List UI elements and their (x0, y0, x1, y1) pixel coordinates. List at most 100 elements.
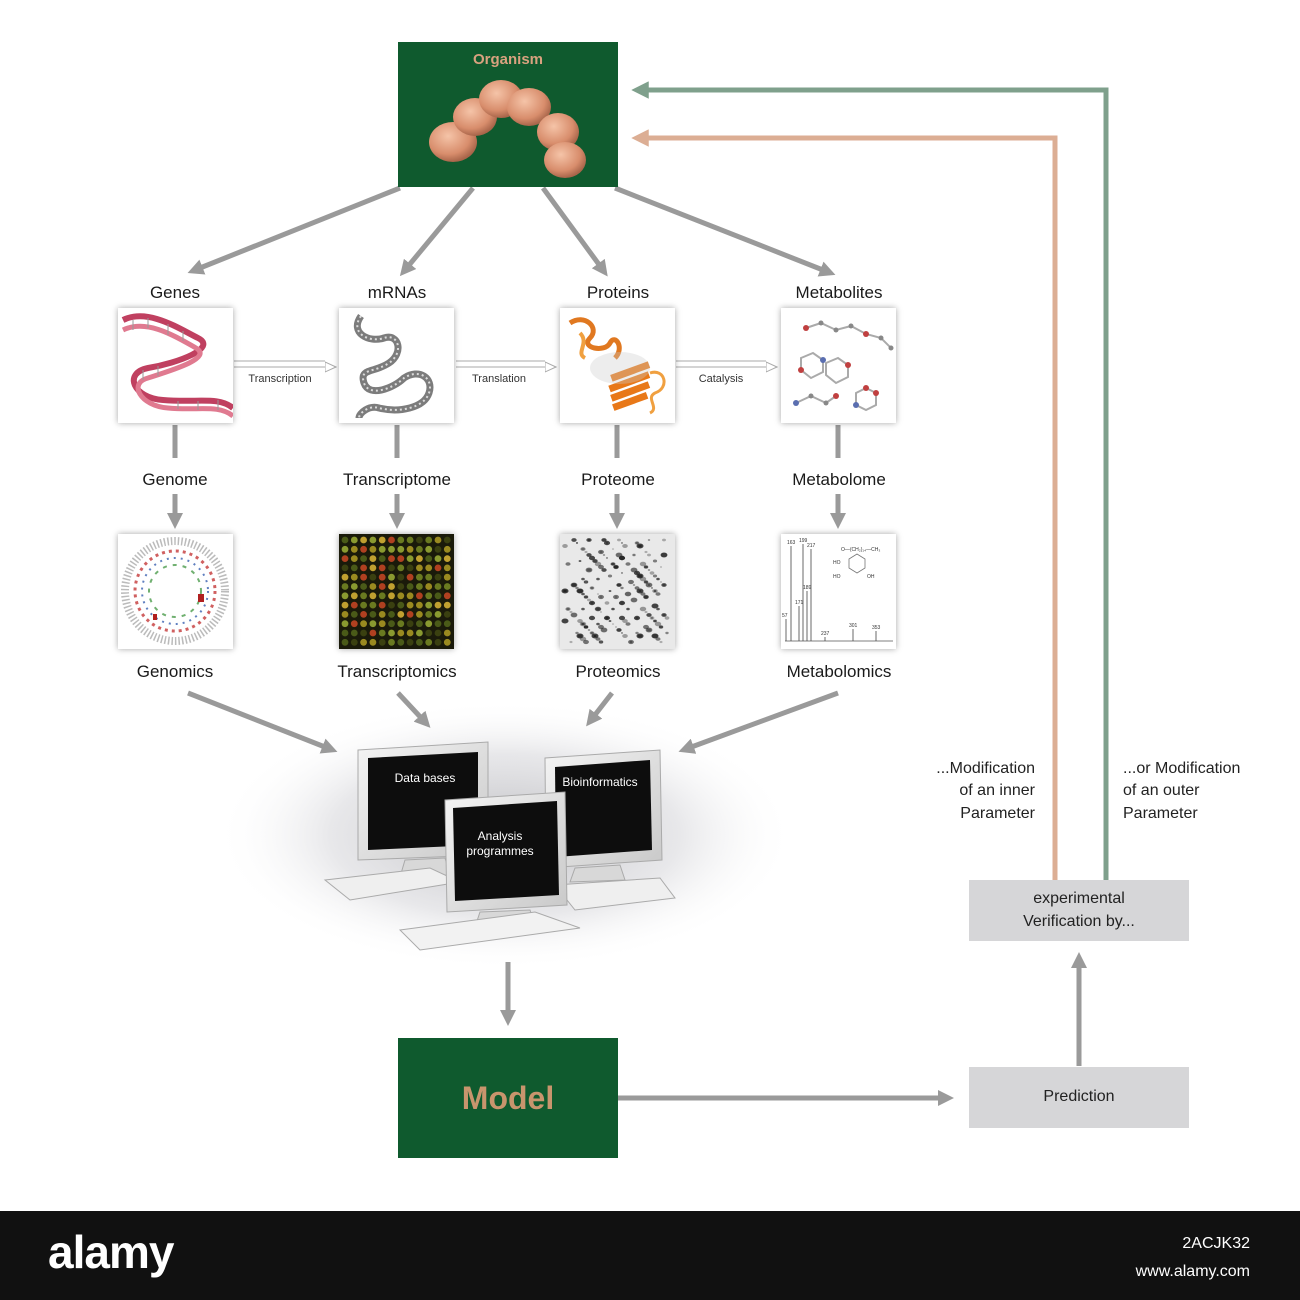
gel-spot (570, 582, 578, 588)
label-translation: Translation (464, 373, 534, 385)
gel-spot (588, 615, 596, 621)
gel-spot (600, 611, 602, 613)
gel-spot (606, 557, 608, 559)
label-proteomics: Proteomics (575, 662, 661, 681)
microarray-spot (378, 564, 386, 572)
microarray-spot (406, 583, 414, 590)
microarray-spot (416, 536, 423, 544)
monitor-label-databases: Data bases (394, 771, 456, 785)
gel-spot (602, 554, 606, 556)
monitor-analysis (398, 791, 581, 951)
microarray-spot (360, 583, 367, 590)
gel-spot (632, 584, 636, 586)
spectrum-peak-label: 217 (807, 543, 816, 549)
gel-spot (576, 588, 584, 594)
gel-spot (581, 623, 585, 625)
gel-spot (570, 612, 578, 618)
gel-spot (628, 579, 634, 585)
microarray-spot (443, 601, 451, 609)
arrow-organism-metabolites (614, 185, 836, 277)
gel-spot (594, 561, 602, 567)
microarray-spot (360, 564, 367, 572)
arrow-metabolomics-computers (678, 690, 839, 754)
microarray-spot (378, 611, 386, 618)
microarray-spot (388, 592, 395, 600)
label-genes: Genes (149, 283, 201, 302)
monitor-label-analysis-1: Analysis (477, 829, 523, 843)
gel-spot (651, 587, 653, 589)
microarray-spot (443, 592, 451, 600)
microarray-spot (388, 620, 395, 628)
microarray-spot (443, 583, 451, 590)
gel-spot (639, 606, 647, 612)
gel-spot (577, 589, 583, 593)
verification-line2: Verification by... (1023, 912, 1135, 930)
microarray-spot (378, 573, 386, 581)
gel-spot (643, 580, 649, 584)
microarray-spot (397, 536, 405, 544)
gel-spot (611, 608, 615, 610)
svg-text:HO: HO (833, 574, 841, 580)
microarray-spot (350, 601, 358, 609)
svg-text:O—(CH₂)₁₄—CH₃: O—(CH₂)₁₄—CH₃ (841, 547, 880, 553)
gel-spot (579, 621, 587, 627)
microarray-spot (434, 620, 442, 628)
microarray-spot (397, 564, 405, 572)
microarray-spot (378, 545, 386, 553)
label-genome: Genome (125, 470, 225, 490)
gel-spot (645, 582, 653, 588)
microarray-spot (443, 545, 451, 553)
gel-spot (601, 568, 607, 572)
microarray-spot (378, 555, 386, 562)
microarray-spot (360, 573, 367, 581)
model-box: Model (398, 1038, 618, 1158)
bacteria-chain-image (429, 80, 586, 178)
microarray-spot (425, 564, 433, 572)
arrow-organism-mrnas (399, 186, 475, 277)
gel-spot (611, 548, 615, 550)
gel-spot (638, 590, 642, 592)
microarray-spot (416, 573, 423, 581)
microarray-spot (397, 620, 405, 628)
microarray-spot (360, 592, 367, 600)
gel-spot (604, 601, 610, 605)
gel-spot (616, 583, 622, 587)
microarray-spot (360, 555, 367, 562)
gel-spot (585, 626, 587, 628)
gel-spot (634, 586, 640, 590)
gel-spot (624, 591, 632, 597)
gel-spot (652, 574, 658, 578)
gel-spot (656, 577, 660, 581)
microarray-spot (434, 638, 442, 646)
gel-spot (587, 539, 591, 541)
label-metabolomics: Metabolomics (786, 662, 892, 681)
gel-spot (637, 634, 643, 638)
gel-spot (662, 614, 666, 616)
microarray-spot (425, 638, 433, 646)
microarray-spot (350, 629, 358, 637)
gel-spot (610, 562, 616, 566)
gel-spot (596, 577, 600, 581)
label-proteins: Proteins (586, 283, 650, 302)
gel-spot (563, 590, 567, 592)
microarray-spot (425, 629, 433, 637)
microarray-spot (406, 545, 414, 553)
microarray-spot (416, 601, 423, 609)
gel-spot (581, 592, 585, 596)
gel-spot (635, 541, 639, 545)
microarray-spot (350, 536, 358, 544)
microarray-spot (397, 583, 405, 590)
microarray-spot (369, 638, 377, 646)
microarray-spot (360, 536, 367, 544)
gel-spot (644, 610, 648, 614)
gel-spot (598, 624, 604, 630)
gel-spot (622, 634, 628, 638)
microarray-spot (360, 638, 367, 646)
gel-spot (617, 538, 621, 542)
svg-text:OH: OH (867, 574, 875, 580)
microarray-spot (425, 592, 433, 600)
microarray-spot (434, 583, 442, 590)
microarray-spot (378, 583, 386, 590)
microarray-spot (369, 573, 377, 581)
microarray-spot (397, 638, 405, 646)
